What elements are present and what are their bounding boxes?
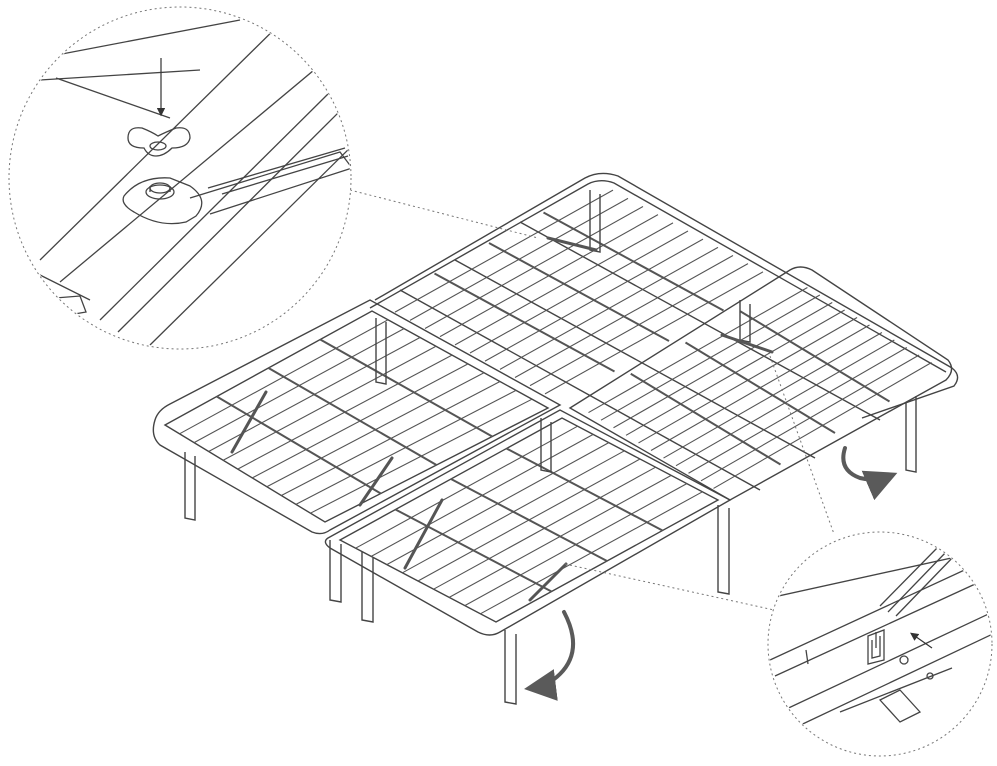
curved-arrow-icon [841,446,898,501]
legs [184,190,917,705]
panel-front [324,409,732,636]
curved-arrow-icon [524,610,576,701]
bed-frame [152,172,959,705]
left-panel-rail [319,338,493,438]
back-panel-rail [543,211,724,312]
leader-lines [349,189,835,611]
left-panel-rail [267,367,438,466]
braces [230,236,774,602]
right-panel-rail [739,310,891,403]
back-panel-rail [488,242,670,342]
front-panel-rail [506,447,663,532]
left-panel-rail [216,395,382,495]
front-panel-rail [450,478,608,562]
back-panel-rail [434,272,615,373]
right-panel-rail [630,372,782,466]
front-panel-rail [395,508,552,593]
pointer-arrow-icon [910,632,933,649]
panel-left [152,299,562,535]
panel-right [568,266,953,501]
right-panel-rail [684,341,836,434]
fold-arrow-right [841,446,898,501]
hook-slot-detail [767,531,993,757]
wing-nut-detail [8,6,352,350]
fold-arrow-front [524,610,576,701]
panel-back [369,172,959,491]
